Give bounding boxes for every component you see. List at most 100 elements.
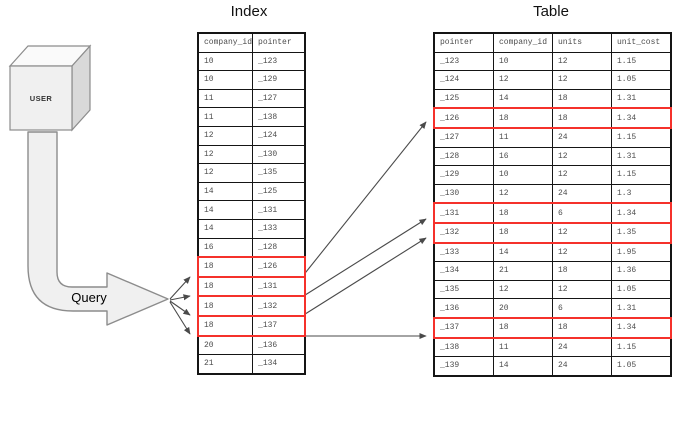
query-fan-arrow <box>169 276 191 300</box>
cell: 16 <box>197 237 254 258</box>
query-fan-arrow <box>169 294 191 301</box>
cell: 24 <box>552 336 612 358</box>
cell: 18 <box>493 316 553 339</box>
cell: 1.15 <box>611 127 672 148</box>
cell: 12 <box>552 70 612 90</box>
cell: _135 <box>252 163 306 183</box>
cell: _137 <box>252 314 307 337</box>
cell: 1.15 <box>611 336 672 358</box>
cell: _138 <box>433 336 494 358</box>
cell: 21 <box>197 354 254 375</box>
cell: _126 <box>252 256 307 278</box>
cell: _127 <box>433 127 494 148</box>
cell: 18 <box>493 202 553 224</box>
cell: _129 <box>433 165 494 185</box>
cell: 18 <box>197 314 254 337</box>
table-row: 20_136 <box>197 334 306 356</box>
cell: _130 <box>252 144 306 165</box>
cell: _138 <box>252 107 306 127</box>
cell: 1.34 <box>611 107 672 129</box>
column-header: units <box>552 32 612 53</box>
cell: 1.31 <box>611 298 672 319</box>
cell: _139 <box>433 356 494 377</box>
cell: 20 <box>493 298 553 319</box>
query-label: Query <box>71 290 107 305</box>
cell: 11 <box>197 88 254 109</box>
cell: _132 <box>433 221 494 244</box>
pointer-arrows <box>169 121 427 340</box>
cell: 18 <box>197 295 254 317</box>
cell: 1.34 <box>611 316 672 339</box>
cell: 24 <box>552 356 612 377</box>
cell: 18 <box>197 275 254 298</box>
cell: 18 <box>552 107 612 129</box>
cell: _133 <box>433 242 494 263</box>
cell: 12 <box>552 279 612 300</box>
cell: 10 <box>493 165 553 185</box>
cell: _137 <box>433 316 494 339</box>
table-row: 16_128 <box>197 237 306 258</box>
cell: _128 <box>252 237 306 258</box>
cell: _131 <box>252 200 306 220</box>
query-arrow-icon <box>27 131 169 326</box>
table-row: 14_131 <box>197 200 306 220</box>
cell: 1.34 <box>611 202 672 224</box>
table-title: Table <box>533 3 569 20</box>
index-title: Index <box>230 3 268 20</box>
cell: 6 <box>552 298 612 319</box>
cell: 11 <box>493 127 553 148</box>
column-header: company_id <box>197 32 254 53</box>
cell: 12 <box>197 125 254 146</box>
cell: _125 <box>433 88 494 109</box>
cell: _135 <box>433 279 494 300</box>
cell: 10 <box>197 70 254 90</box>
cell: 1.05 <box>611 356 672 377</box>
cell: 6 <box>552 202 612 224</box>
cell: _134 <box>252 354 306 375</box>
cell: 18 <box>552 261 612 281</box>
cell: _125 <box>252 181 306 202</box>
user-cube-icon <box>8 44 92 132</box>
table-row: 12_124 <box>197 125 306 146</box>
cell: 18 <box>197 256 254 278</box>
table-row: 18_132 <box>197 295 307 317</box>
table-row: 12_130 <box>197 144 306 165</box>
cell: 24 <box>552 183 612 204</box>
cell: 20 <box>197 334 254 356</box>
cell: 18 <box>552 316 612 339</box>
cell: _133 <box>252 218 306 239</box>
index-to-table-arrow <box>301 218 427 298</box>
column-header: pointer <box>252 32 306 53</box>
cell: 12 <box>197 144 254 165</box>
cell: _126 <box>433 107 494 129</box>
cell: 11 <box>493 336 553 358</box>
cell: 14 <box>493 88 553 109</box>
cell: _136 <box>252 334 306 356</box>
cell: _130 <box>433 183 494 204</box>
cell: 12 <box>552 165 612 185</box>
cell: _131 <box>252 275 307 298</box>
cell: 12 <box>493 183 553 204</box>
cell: 14 <box>493 242 553 263</box>
cell: 21 <box>493 261 553 281</box>
cell: 14 <box>493 356 553 377</box>
cell: _128 <box>433 146 494 167</box>
cell: 1.35 <box>611 221 672 244</box>
